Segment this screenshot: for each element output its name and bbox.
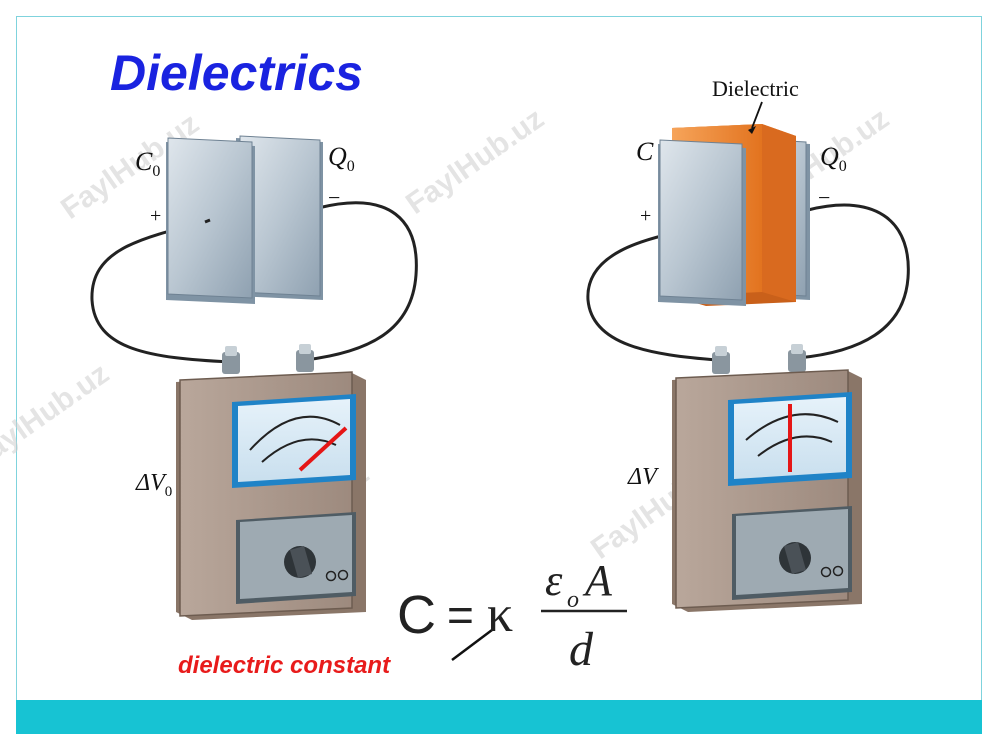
right-minus-sign: − (818, 185, 830, 210)
bottom-accent-bar (16, 700, 982, 734)
dielectric-pointer (751, 101, 763, 129)
right-dial-window (728, 392, 852, 486)
formula-equals: = (447, 589, 474, 641)
left-plus-sign: + (150, 205, 161, 227)
left-control-panel (236, 512, 356, 604)
right-setup: Dielectric C Q0 + − (586, 76, 910, 612)
right-voltage-label: ΔV (627, 464, 659, 490)
formula-epsilon-sub: o (567, 587, 579, 613)
left-dial-window (232, 394, 356, 488)
formula-kappa: κ (487, 586, 513, 643)
right-wire (797, 203, 910, 360)
right-terminal (788, 344, 806, 372)
right-front-plate (658, 139, 746, 306)
formula-distance: d (569, 623, 594, 676)
left-terminal (222, 346, 240, 374)
left-terminal (296, 344, 314, 372)
right-terminal (712, 346, 730, 374)
left-capacitance-label: C0 (135, 147, 160, 180)
capacitance-formula: C = κ ε o A d (397, 556, 627, 676)
dielectric-label: Dielectric (712, 76, 799, 101)
left-charge-label: Q0 (328, 142, 355, 175)
left-back-plate (236, 135, 323, 300)
left-wire (304, 201, 418, 362)
left-front-plate (166, 137, 255, 304)
dielectric-constant-label: dielectric constant (178, 652, 391, 679)
right-charge-label: Q0 (820, 142, 847, 175)
left-voltage-label: ΔV0 (135, 470, 172, 500)
right-wire (586, 226, 719, 362)
left-lead (204, 218, 211, 224)
formula-area: A (582, 556, 613, 605)
right-plus-sign: + (640, 205, 651, 227)
right-capacitance-label: C (636, 137, 654, 166)
left-minus-sign: − (328, 185, 340, 210)
right-voltmeter (672, 344, 862, 612)
kappa-pointer-line (451, 629, 493, 661)
left-voltmeter (176, 344, 366, 620)
watermark-text: FaylHub.uz (0, 357, 115, 476)
left-wire (90, 220, 231, 364)
formula-lhs: C (397, 585, 436, 645)
right-control-panel (732, 506, 852, 600)
left-setup: C0 Q0 + − (90, 135, 418, 620)
formula-epsilon: ε (545, 556, 563, 605)
left-needle (298, 426, 348, 472)
watermark-text: FaylHub.uz (400, 102, 550, 221)
slide-title: Dielectrics (110, 45, 363, 101)
